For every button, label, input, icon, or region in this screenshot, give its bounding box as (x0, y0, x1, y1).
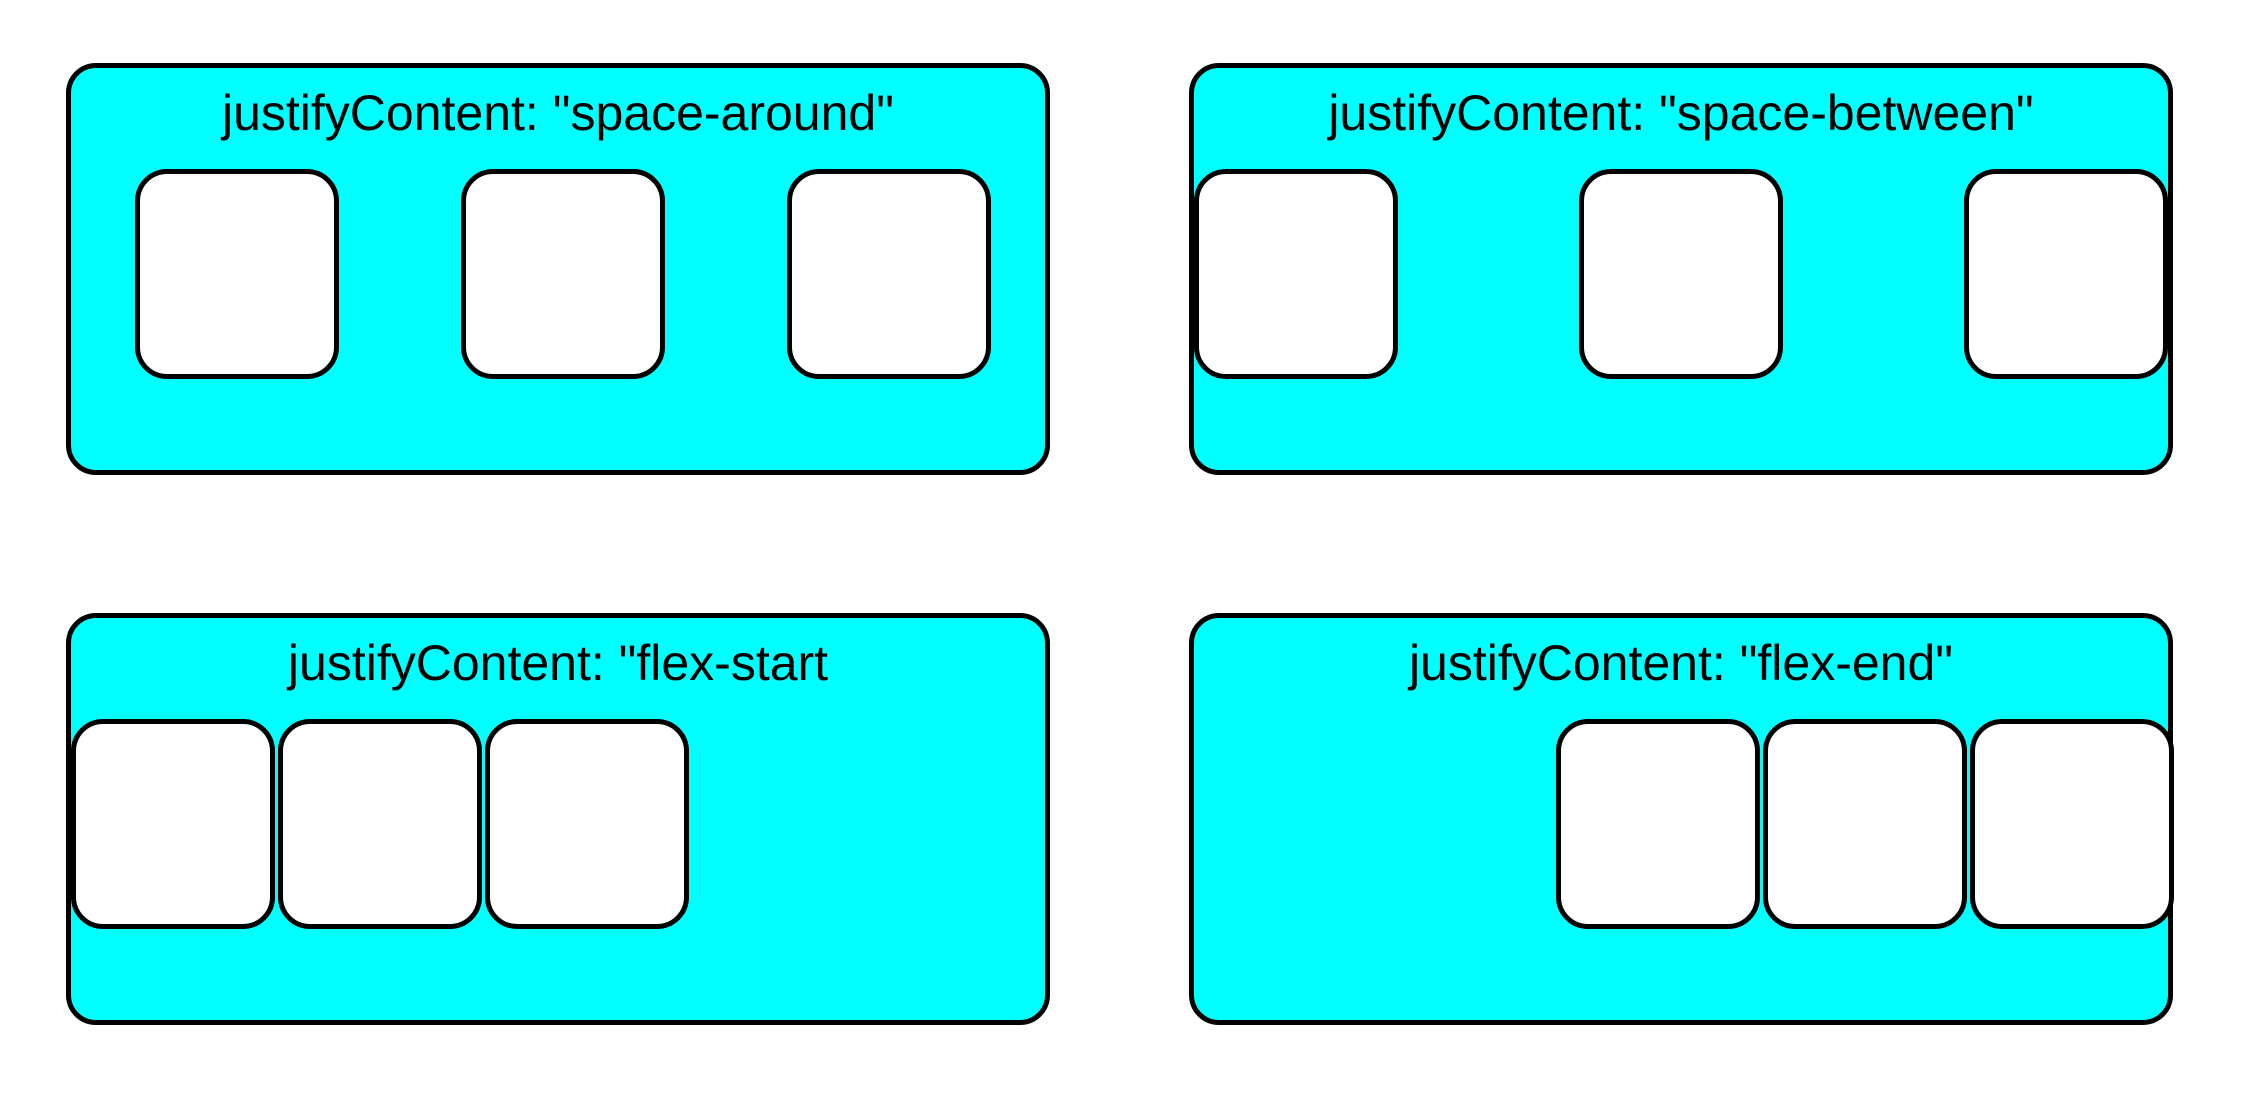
panel-label: justifyContent: "flex-start (287, 635, 829, 691)
flex-item-box (135, 169, 339, 379)
flex-item-box (1556, 719, 1760, 929)
panel-label: justifyContent: "flex-end" (1408, 635, 1954, 691)
flex-item-box (71, 719, 275, 929)
flex-item-box (1194, 169, 1398, 379)
flex-item-box (278, 719, 482, 929)
flex-item-box (787, 169, 991, 379)
flex-item-box (1970, 719, 2174, 929)
flex-item-box (1579, 169, 1783, 379)
flex-item-box (485, 719, 689, 929)
panel-label: justifyContent: "space-around" (222, 85, 894, 141)
flex-item-box (1964, 169, 2168, 379)
panel-flex-end: justifyContent: "flex-end" (1189, 613, 2174, 1025)
panel-label: justifyContent: "space-between" (1328, 85, 2034, 141)
flex-item-box (461, 169, 665, 379)
flex-item-box (1763, 719, 1967, 929)
panel-flex-start: justifyContent: "flex-start (66, 613, 1050, 1025)
panel-space-around: justifyContent: "space-around" (66, 63, 1050, 475)
panel-space-between: justifyContent: "space-between" (1189, 63, 2173, 475)
